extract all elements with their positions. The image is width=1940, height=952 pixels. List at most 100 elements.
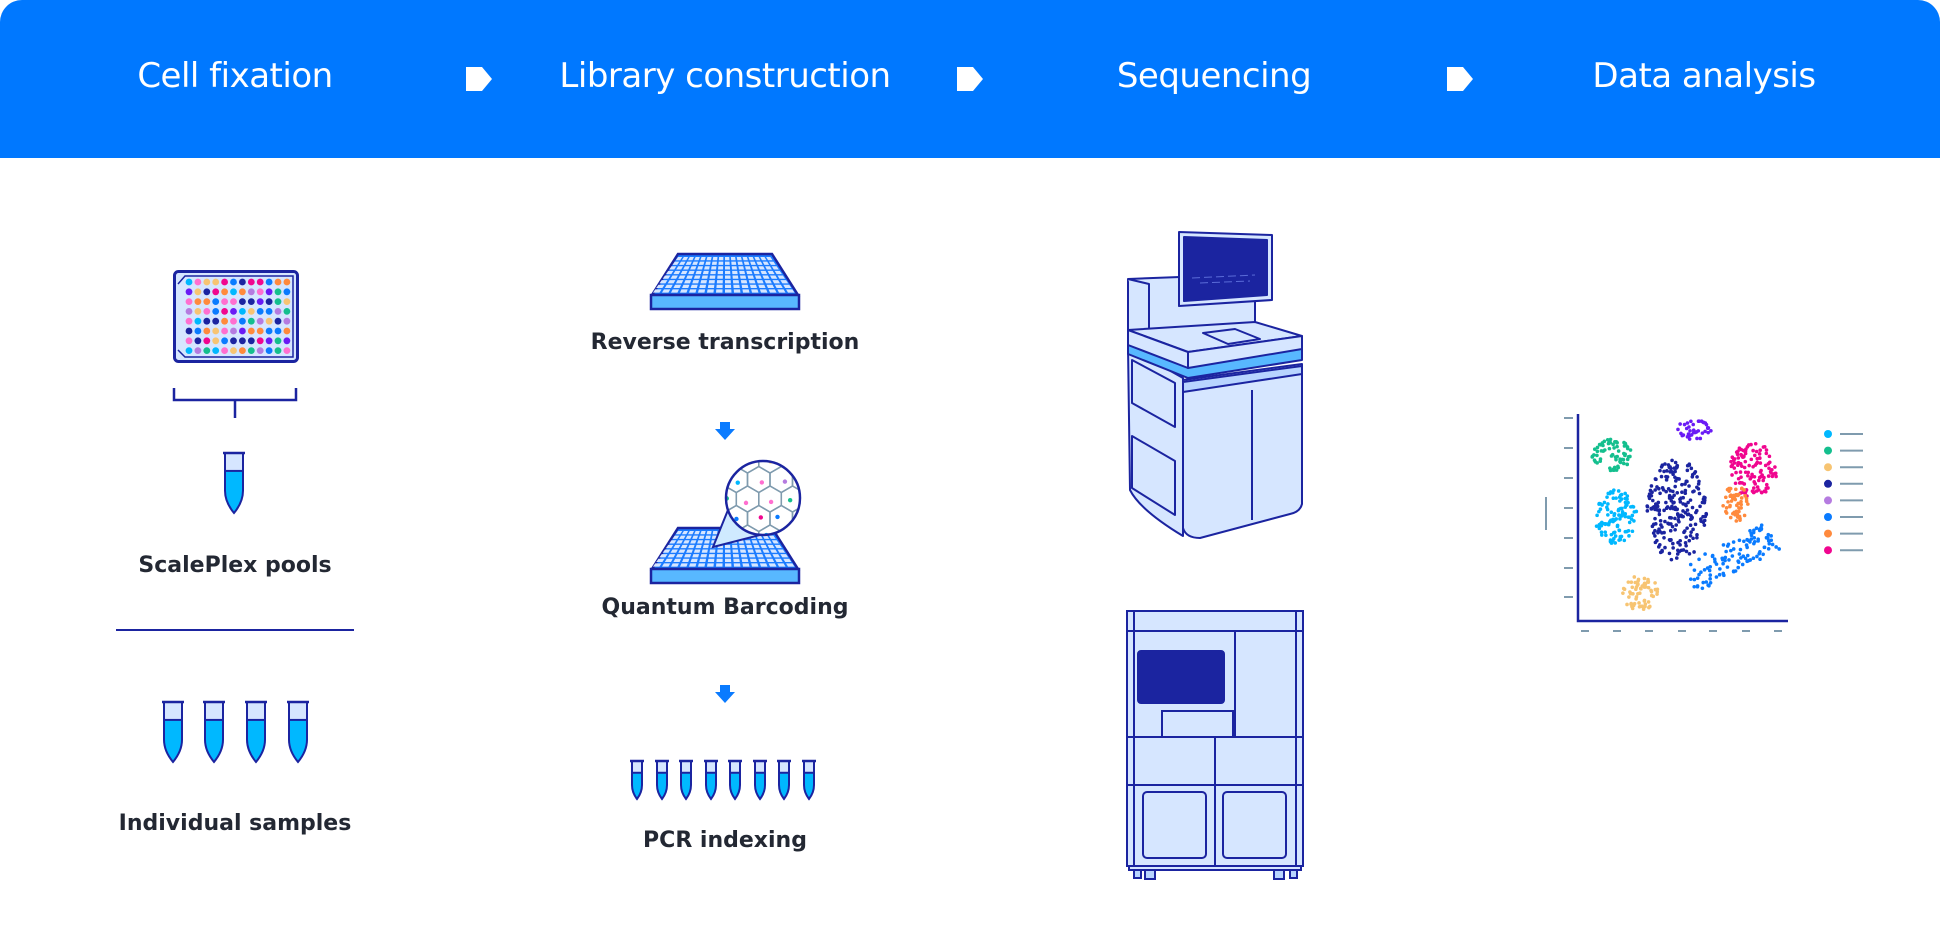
scatter-point — [1658, 491, 1662, 496]
scatter-point — [1646, 579, 1651, 584]
scatter-point — [1663, 462, 1667, 466]
scatter-point — [1721, 543, 1726, 547]
scatter-point — [1691, 527, 1695, 532]
scatter-point — [1632, 519, 1636, 523]
well — [203, 327, 211, 335]
scatter-point — [1642, 598, 1647, 603]
scatter-point — [1730, 473, 1734, 477]
scatter-point — [1687, 538, 1692, 543]
well — [185, 298, 193, 305]
scatter-point — [1681, 509, 1685, 513]
reverse-transcription-label: Reverse transcription — [590, 330, 860, 355]
scatter-point — [1616, 449, 1621, 453]
scatter-point — [1728, 494, 1733, 499]
scatter-point — [1595, 445, 1600, 450]
well — [212, 347, 220, 354]
scatter-point — [1699, 517, 1703, 521]
scatter-point — [1770, 474, 1775, 479]
scatter-point — [1639, 587, 1643, 591]
well — [274, 337, 282, 345]
scatter-point — [1687, 463, 1692, 467]
scatter-point — [1663, 545, 1667, 550]
sequencer-instrument-1 — [1127, 231, 1303, 539]
arrow-right-icon — [1447, 67, 1473, 91]
scatter-point — [1640, 584, 1645, 588]
well — [283, 308, 291, 315]
scatter-point — [1609, 532, 1614, 537]
scatter-point — [1670, 524, 1675, 529]
scatter-point — [1627, 595, 1631, 599]
well — [256, 317, 264, 325]
well — [239, 298, 246, 305]
scatter-point — [1615, 524, 1620, 529]
well — [239, 308, 246, 315]
scatter-point — [1763, 489, 1768, 494]
scatter-point — [1616, 507, 1621, 512]
scatter-point — [1746, 502, 1750, 506]
scatter-point — [1608, 440, 1613, 445]
scatter-point — [1724, 509, 1728, 514]
scatter-point — [1629, 602, 1633, 606]
well — [221, 308, 228, 315]
sample-tube-icon — [162, 700, 184, 764]
scatter-point — [1597, 501, 1602, 506]
well — [230, 308, 237, 315]
scatter-point — [1769, 534, 1773, 538]
scatter-point — [1723, 495, 1728, 500]
scatter-point — [1751, 556, 1756, 560]
scatter-point — [1766, 486, 1770, 490]
scatter-point — [1774, 474, 1778, 479]
scatter-point — [1745, 553, 1750, 558]
well — [274, 298, 282, 305]
scatter-point — [1612, 518, 1617, 523]
well — [194, 317, 202, 325]
scatter-point — [1753, 482, 1758, 486]
scatter-point — [1614, 457, 1618, 462]
well — [274, 308, 282, 315]
scatter-point — [1625, 445, 1630, 449]
scatter-point — [1598, 507, 1603, 511]
scatter-point — [1759, 468, 1763, 473]
scatter-point — [1653, 528, 1657, 533]
scatter-point — [1759, 525, 1763, 530]
scatter-point — [1615, 444, 1619, 449]
scatter-point — [1649, 506, 1653, 511]
scatter-point — [1714, 562, 1719, 566]
well — [265, 298, 273, 305]
scatter-point — [1688, 498, 1693, 502]
scatter-point — [1729, 548, 1733, 553]
scatter-point — [1729, 459, 1733, 464]
scatter-point — [1731, 458, 1736, 462]
step-data-analysis: Data analysis — [1592, 56, 1816, 96]
scatter-point — [1695, 584, 1700, 588]
scatter-point — [1592, 453, 1596, 457]
well — [194, 327, 202, 335]
scatter-point — [1752, 474, 1757, 479]
scatter-point — [1753, 442, 1758, 446]
scatter-point — [1608, 437, 1613, 442]
well — [194, 288, 202, 296]
scatter-point — [1626, 515, 1631, 519]
well — [274, 288, 282, 296]
scatter-point — [1655, 538, 1659, 543]
scatter-point — [1620, 512, 1625, 517]
scatter-point — [1637, 601, 1641, 605]
scatter-point — [1671, 501, 1675, 505]
96-well-plate-icon — [173, 270, 299, 363]
scatter-point — [1673, 475, 1677, 480]
scatter-point — [1690, 472, 1695, 477]
scatter-point — [1625, 497, 1629, 502]
well — [256, 308, 264, 315]
scatter-point — [1630, 529, 1635, 534]
scatter-point — [1758, 557, 1762, 561]
scatter-point — [1687, 552, 1692, 556]
scatter-point — [1685, 468, 1690, 473]
scatter-point — [1689, 516, 1694, 521]
scatter-point — [1740, 481, 1745, 485]
magnifier-hexagon-icon — [711, 459, 802, 549]
scatter-point — [1754, 449, 1759, 454]
scatter-point — [1773, 465, 1777, 469]
scatter-point — [1742, 488, 1746, 492]
scatter-point — [1709, 428, 1713, 433]
scatter-point — [1747, 463, 1751, 468]
